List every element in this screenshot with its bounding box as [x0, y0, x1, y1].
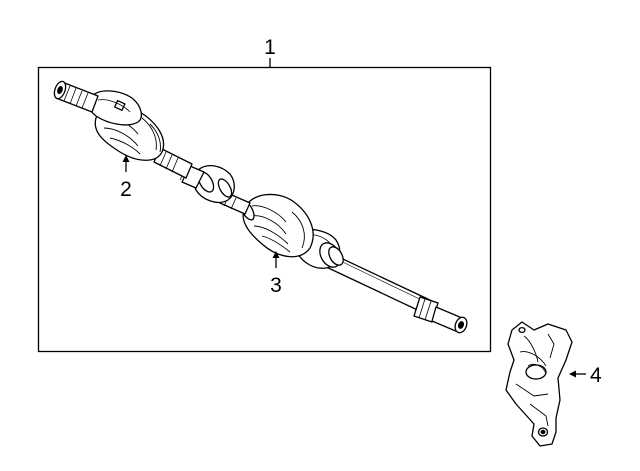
- leader-arrow-2: [122, 155, 130, 162]
- splined-stub: [53, 80, 99, 113]
- leader-arrow-4: [569, 370, 576, 378]
- axle-shaft-assembly: [53, 80, 468, 334]
- assembly-frame: [37, 66, 492, 353]
- support-bracket: [505, 321, 573, 447]
- leader-arrow-3: [272, 251, 280, 258]
- callout-3: 3: [270, 274, 282, 297]
- callout-4: 4: [590, 364, 602, 387]
- shaft-damper: [179, 164, 235, 204]
- callout-2: 2: [120, 178, 132, 201]
- shaft-end-collar: [413, 296, 468, 334]
- outer-boot: [239, 193, 314, 258]
- callout-1: 1: [264, 36, 276, 59]
